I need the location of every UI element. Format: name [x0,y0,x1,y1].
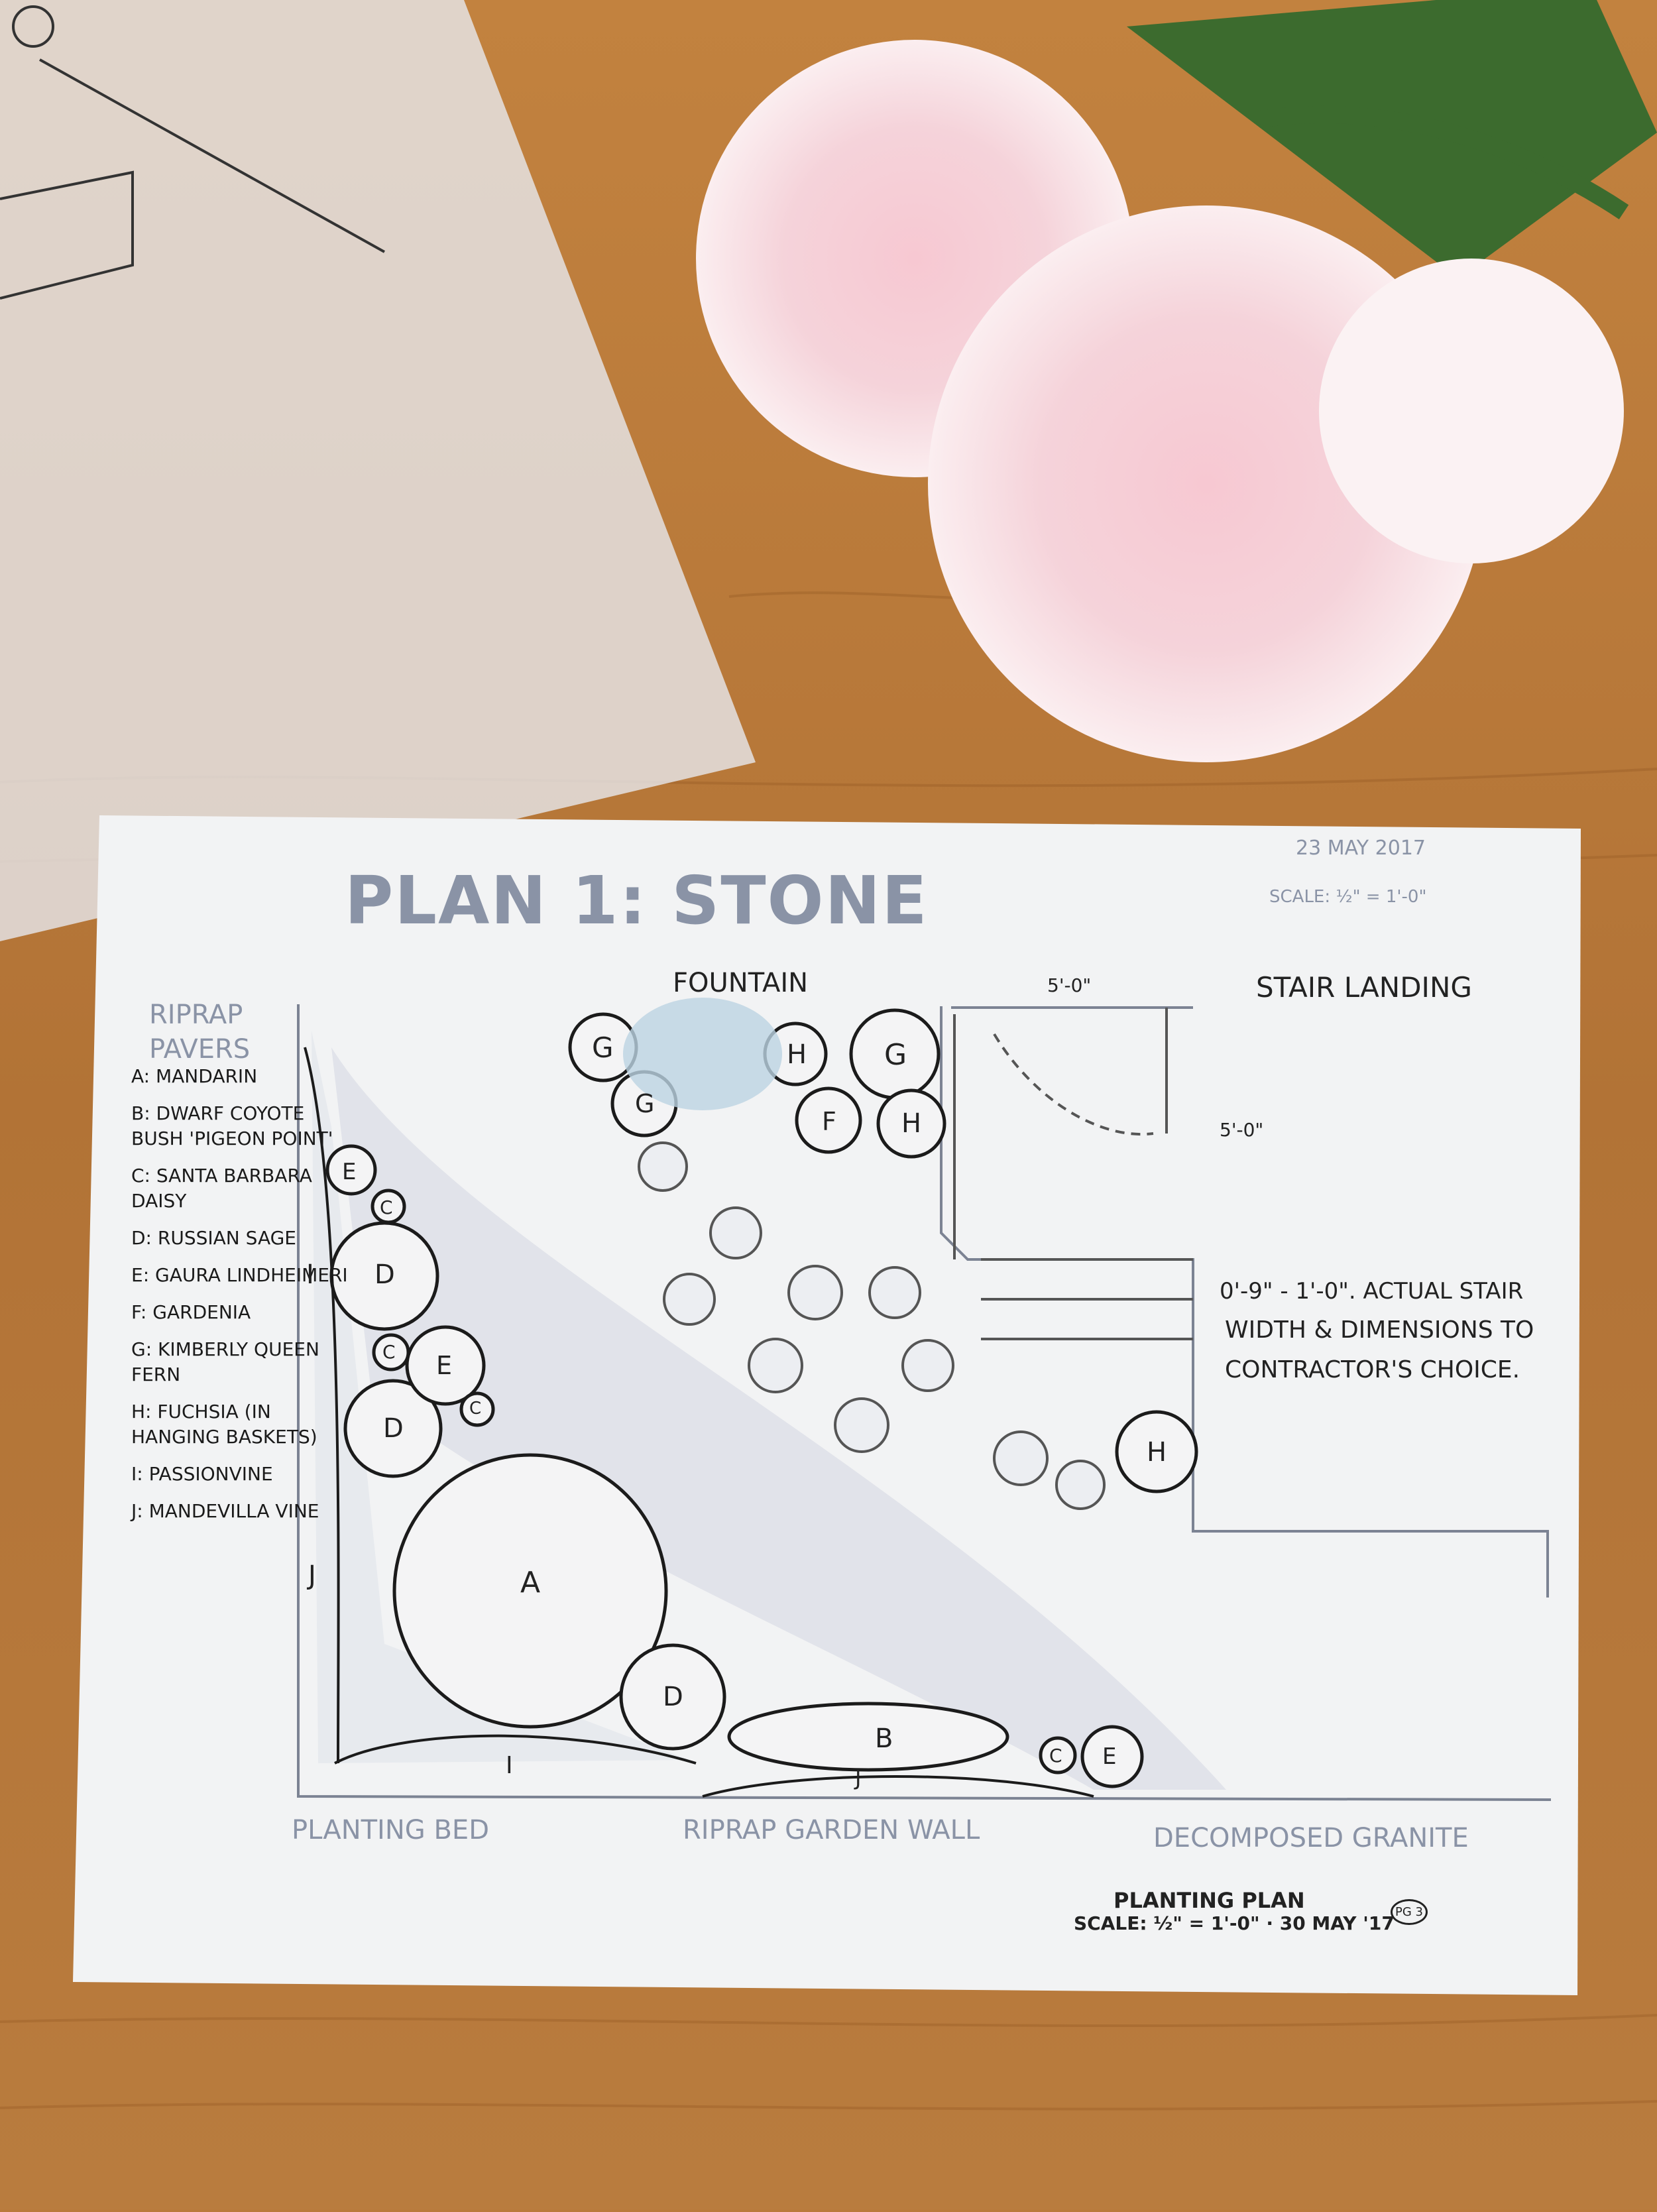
plan-title: PLAN 1: STONE [345,862,929,939]
label-decomposed-granite: DECOMPOSED GRANITE [1153,1823,1469,1853]
peony-flowers [696,0,1657,762]
plant-tag-f: F [822,1107,836,1136]
plant-tag-j: J [855,1765,862,1790]
stair-note-line-3: CONTRACTOR'S CHOICE. [1225,1356,1520,1383]
plant-tag-d: D [663,1682,683,1712]
plant-legend: A: MANDARIN B: DWARF COYOTE BUSH 'PIGEON… [131,1064,350,1536]
tracing-paper [0,0,756,941]
legend-item: F: GARDENIA [131,1301,251,1323]
stair-note-line-1: 0'-9" - 1'-0". ACTUAL STAIR [1220,1278,1524,1305]
plant-tag-g: G [592,1031,614,1064]
plant-tag-i: I [306,1259,314,1290]
plant-tag-h: H [901,1108,922,1139]
plant-tag-e: E [1102,1743,1117,1770]
title-block-name: PLANTING PLAN [1114,1888,1305,1913]
vine-beds [304,1047,1094,1798]
legend-item: C: SANTA BARBARA DAISY [131,1165,312,1212]
plant-tag-e: E [436,1351,453,1380]
plant-tag-a: A [520,1566,541,1600]
plant-tag-g: G [884,1038,907,1072]
plant-tag-e: E [342,1159,357,1185]
legend-item: G: KIMBERLY QUEEN FERN [131,1338,319,1385]
label-riprap-pavers: RIPRAP PAVERS [149,1000,251,1065]
fountain-basin [623,998,782,1110]
plant-tag-c: C [382,1341,396,1363]
legend-item: A: MANDARIN [131,1065,258,1087]
plant-tag-d: D [374,1259,395,1290]
label-dim-width: 5'-0" [1047,974,1092,996]
plant-tag-c: C [1049,1745,1062,1767]
label-planting-bed: PLANTING BED [292,1815,489,1845]
plant-tag-d: D [383,1413,404,1444]
plan-scale-top: SCALE: ½" = 1'-0" [1269,887,1427,907]
legend-item: I: PASSIONVINE [131,1463,273,1485]
legend-item: H: FUCHSIA (IN HANGING BASKETS) [131,1401,317,1448]
legend-item: J: MANDEVILLA VINE [131,1500,319,1522]
plan-date: 23 MAY 2017 [1296,837,1426,860]
plant-tag-g: G [635,1089,655,1118]
label-riprap-garden-wall: RIPRAP GARDEN WALL [683,1815,980,1845]
plant-tag-c: C [469,1399,482,1419]
legend-item: D: RUSSIAN SAGE [131,1227,296,1249]
plant-tag-b: B [875,1723,893,1754]
plant-tag-i: I [506,1752,513,1779]
label-stair-landing: STAIR LANDING [1256,971,1472,1004]
plant-tag-h: H [1147,1437,1167,1468]
tracing-paper-sketch [0,5,385,300]
legend-item: E: GAURA LINDHEIMERI [131,1264,348,1286]
plant-tag-h: H [787,1039,807,1070]
legend-item: B: DWARF COYOTE BUSH 'PIGEON POINT' [131,1102,333,1149]
label-fountain: FOUNTAIN [673,968,809,998]
label-dim-height: 5'-0" [1220,1119,1264,1141]
title-block-sheet: PG 3 [1391,1899,1428,1925]
stair-note-line-2: WIDTH & DIMENSIONS TO [1225,1316,1534,1344]
stair [953,1008,1193,1340]
plant-tag-c: C [380,1196,393,1218]
plant-circles [325,1008,1198,1788]
plant-tag-j: J [308,1560,316,1591]
title-block-scale: SCALE: ½" = 1'-0" · 30 MAY '17 [1074,1912,1395,1934]
plan-areas [312,1031,1226,1790]
